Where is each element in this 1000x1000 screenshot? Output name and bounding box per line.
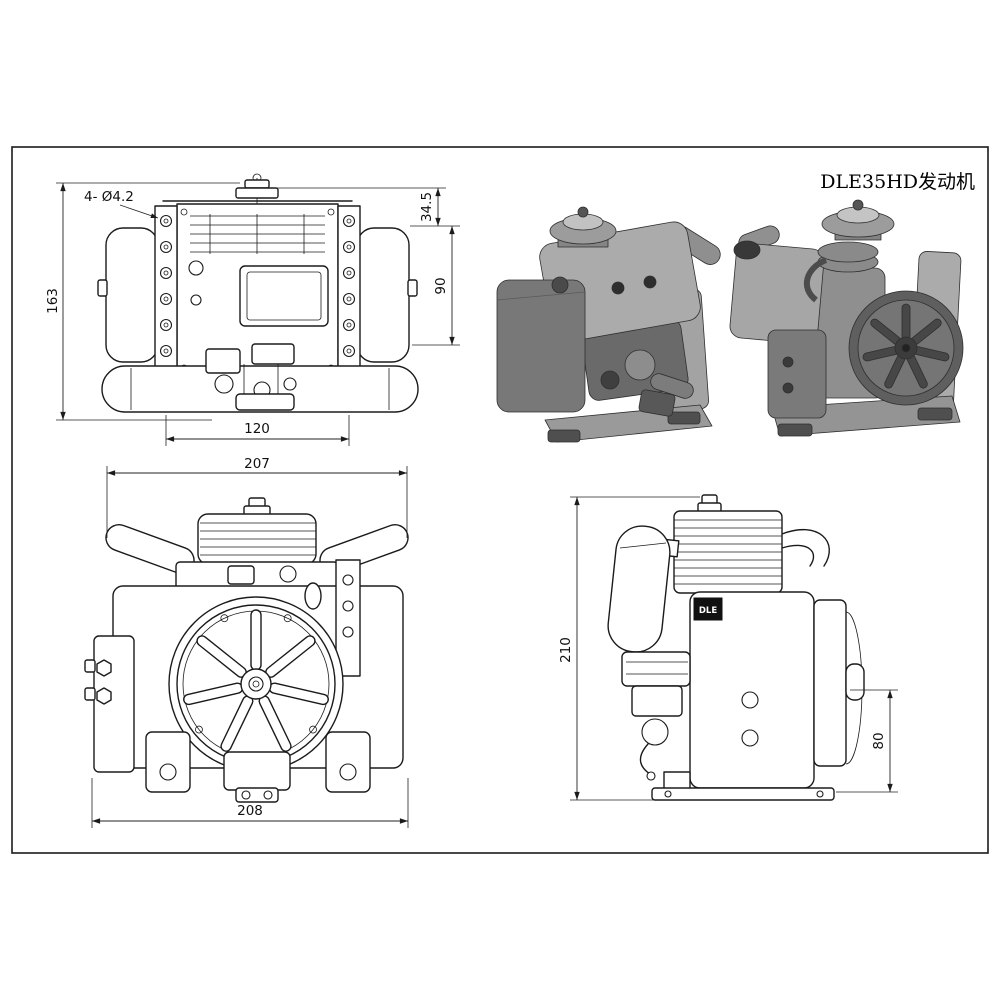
iso-fuel-tank bbox=[496, 279, 586, 413]
iso-exhaust-tip bbox=[733, 240, 761, 260]
carburetor bbox=[621, 651, 691, 687]
dim-208: 208 bbox=[91, 778, 409, 828]
dim-90: 90 bbox=[412, 226, 460, 346]
dim-label-208: 208 bbox=[237, 803, 263, 819]
foot-right bbox=[325, 731, 371, 793]
brand-badge bbox=[693, 597, 723, 621]
dim-210: 210 bbox=[558, 496, 700, 801]
dim-label-210: 210 bbox=[558, 637, 574, 663]
dim-label-80: 80 bbox=[871, 732, 887, 749]
rear-plate bbox=[813, 599, 847, 767]
hub-side bbox=[845, 663, 865, 701]
dim-label-120: 120 bbox=[244, 421, 270, 437]
view-front bbox=[84, 497, 409, 803]
view-side: DLE bbox=[607, 494, 865, 801]
crankcase-side bbox=[689, 591, 815, 789]
iso-view-left bbox=[496, 206, 721, 443]
base-plate bbox=[651, 787, 835, 801]
view-top-orthographic bbox=[97, 173, 419, 413]
dim-207: 207 bbox=[106, 456, 408, 538]
left-bracket bbox=[93, 635, 135, 773]
dim-163: 163 bbox=[45, 182, 240, 421]
dim-80: 80 bbox=[836, 689, 898, 793]
drawing-title: DLE35HD发动机 bbox=[820, 171, 975, 193]
dim-label-207: 207 bbox=[244, 456, 270, 472]
dim-label-163: 163 bbox=[45, 288, 61, 314]
hole-callout-label: 4- Ø4.2 bbox=[84, 189, 134, 205]
dim-hole-callout: 4- Ø4.2 bbox=[84, 189, 159, 219]
brand-badge-label: DLE bbox=[699, 606, 717, 616]
iso-view-right bbox=[729, 199, 964, 437]
dim-label-90: 90 bbox=[433, 277, 449, 294]
dim-120: 120 bbox=[165, 415, 350, 446]
foot-left bbox=[145, 731, 191, 793]
dim-label-34-5: 34.5 bbox=[419, 192, 435, 222]
